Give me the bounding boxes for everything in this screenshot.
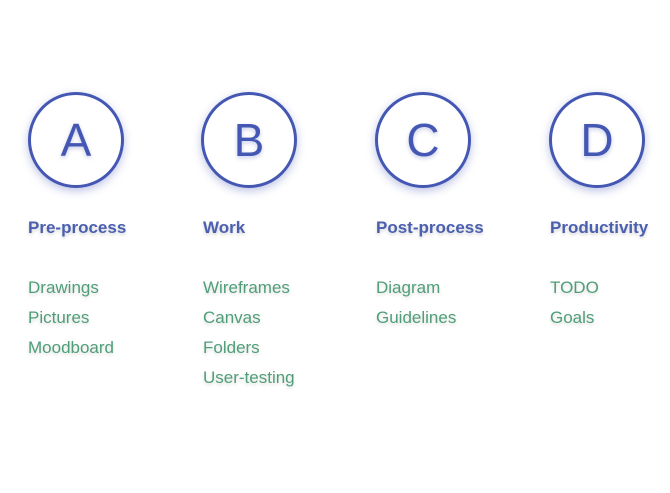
list-post-process: Diagram Guidelines xyxy=(376,277,456,337)
list-item-guidelines: Guidelines xyxy=(376,308,457,327)
badge-circle-d: D xyxy=(549,92,645,188)
column-pre-process: A Pre-process Drawings Pictures Moodboar… xyxy=(28,92,168,357)
list-productivity: TODO Goals xyxy=(550,277,599,337)
list-item-diagram: Diagram xyxy=(376,278,441,297)
badge-letter-d: D xyxy=(580,114,614,166)
column-post-process: C Post-process Diagram Guidelines xyxy=(375,92,516,327)
heading-post-process: Post-process xyxy=(376,218,484,237)
badge-circle-c: C xyxy=(375,92,471,188)
list-item-todo: TODO xyxy=(550,278,599,297)
list-item-canvas: Canvas xyxy=(203,308,261,327)
badge-letter-a: A xyxy=(60,114,92,166)
list-item-moodboard: Moodboard xyxy=(28,338,115,357)
badge-letter-b: B xyxy=(233,114,265,166)
list-item-pictures: Pictures xyxy=(28,308,90,327)
list-item-user-testing: User-testing xyxy=(203,368,295,387)
list-pre-process: Drawings Pictures Moodboard xyxy=(28,277,114,367)
heading-pre-process: Pre-process xyxy=(28,218,127,237)
heading-productivity: Productivity xyxy=(550,218,649,237)
list-item-wireframes: Wireframes xyxy=(203,278,290,297)
column-work: B Work Wireframes Canvas Folders User-te… xyxy=(201,92,343,387)
list-work: Wireframes Canvas Folders User-testing xyxy=(203,277,295,397)
heading-work: Work xyxy=(203,218,246,237)
column-productivity: D Productivity TODO Goals xyxy=(549,92,670,327)
badge-letter-c: C xyxy=(406,114,440,166)
list-item-folders: Folders xyxy=(203,338,260,357)
badge-circle-b: B xyxy=(201,92,297,188)
list-item-drawings: Drawings xyxy=(28,278,99,297)
list-item-goals: Goals xyxy=(550,308,595,327)
badge-circle-a: A xyxy=(28,92,124,188)
